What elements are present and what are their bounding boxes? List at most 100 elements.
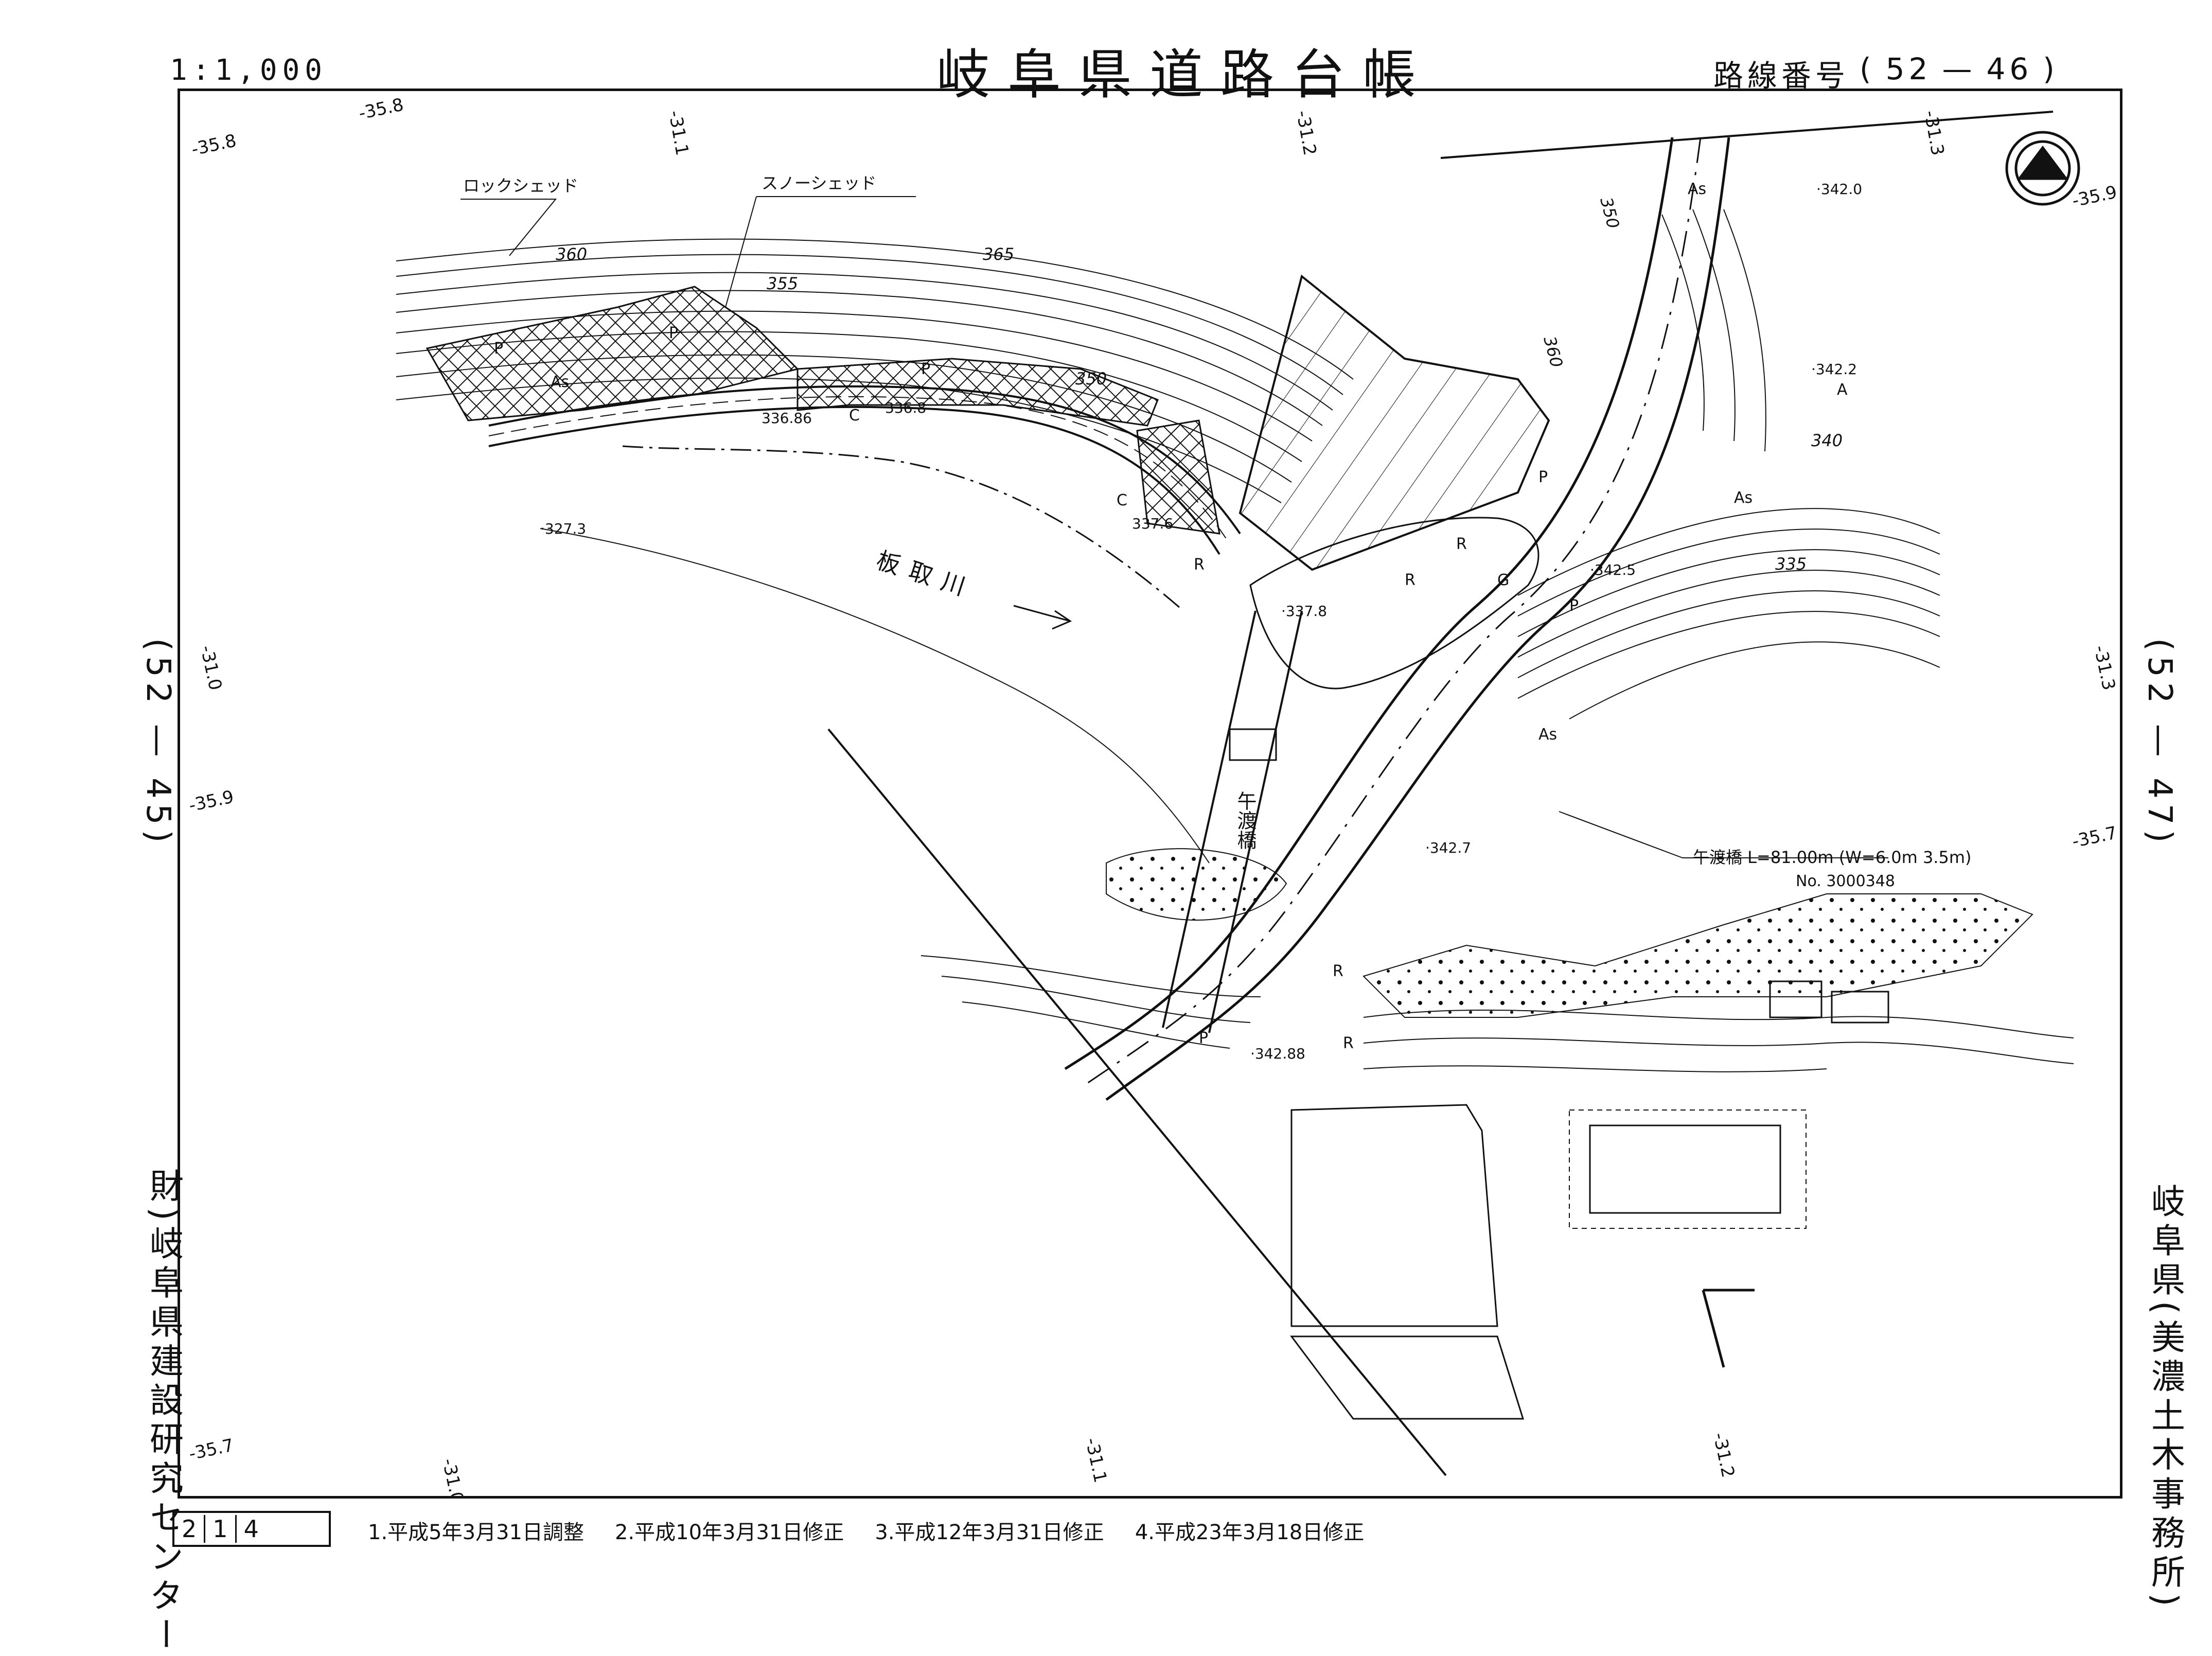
rock-shed-label: ロックシェッド [463, 176, 578, 196]
small-building [1769, 980, 1822, 1018]
river [540, 445, 1210, 864]
main-road-upper [488, 385, 1241, 555]
revision-entry: 3.平成12年3月31日修正 [875, 1521, 1104, 1544]
grid-label: -35.8 [357, 94, 405, 124]
map-marker: R [1456, 535, 1467, 553]
spot-height: ·327.3 [540, 520, 586, 537]
sheet-digit: 1 [205, 1515, 237, 1543]
spot-height: ·342.0 [1816, 181, 1862, 198]
bridge-deck-right [1208, 610, 1303, 1033]
spot-height: ·342.5 [1590, 561, 1636, 578]
contour-line [1517, 528, 1940, 616]
bridge [1162, 610, 1303, 1033]
route-open-paren: ( [1860, 51, 1875, 86]
contour-line [1661, 214, 1705, 431]
map-marker: R [1405, 571, 1415, 589]
route-number-label: 路線番号 [1713, 58, 1850, 93]
grid-label: -35.7 [187, 1435, 236, 1464]
map-marker: G [1497, 571, 1509, 589]
map-marker: As [1688, 180, 1706, 198]
contour-line [1517, 611, 1940, 699]
map-marker: C [1117, 491, 1127, 509]
small-building [1831, 991, 1889, 1024]
contour-label: 355 [767, 274, 798, 293]
map-marker: P [1538, 468, 1548, 486]
parcel [1290, 1104, 1498, 1327]
spot-height: ·342.2 [1811, 361, 1857, 378]
contour-line [1723, 209, 1766, 452]
bridge-pier [1229, 728, 1277, 761]
map-marker: P [1199, 1029, 1208, 1047]
grid-label: -31.0 [196, 644, 225, 692]
grid-label: -31.3 [1920, 109, 1948, 157]
grid-label: -31.2 [1709, 1431, 1738, 1479]
revision-entry: 1.平成5年3月31日調整 [368, 1521, 584, 1544]
map-scale: 1:1,000 [170, 54, 328, 87]
grid-label: -35.7 [2071, 822, 2119, 852]
retaining-structure [1238, 274, 1550, 571]
contour-line [396, 290, 1323, 426]
grid-label: -31.0 [438, 1457, 467, 1496]
river-bank-north [622, 445, 1184, 612]
spot-height: ·337.8 [1281, 603, 1327, 620]
contour-line [1517, 590, 1940, 678]
route-close-paren: ) [2043, 51, 2059, 86]
map-marker: R [1343, 1034, 1354, 1052]
bridge-name-vertical: 午渡橋 [1234, 791, 1257, 850]
map-marker: C [849, 407, 860, 425]
map-marker: As [1538, 726, 1557, 744]
spot-height: ·342.7 [1425, 839, 1471, 856]
parcel [1290, 1335, 1525, 1420]
contour-line [1517, 508, 1940, 596]
map-marker: As [551, 373, 569, 391]
contour-line [396, 310, 1313, 442]
adjacent-sheet-right: (52 — 47) [2140, 638, 2179, 848]
sheet-digit: 2 [174, 1515, 206, 1543]
bridge-leader-line [1559, 811, 1888, 858]
organization-right: 岐阜県(美濃土木事務所) [2146, 1184, 2185, 1612]
route-number: 路線番号 ( 52 — 46 ) [1713, 51, 2059, 95]
contour-label: 335 [1775, 554, 1807, 574]
contour-line [1517, 570, 1940, 658]
map-marker: R [1194, 556, 1205, 574]
contour-line [1517, 549, 1940, 637]
snow-shed-label: スノーシェッド [762, 173, 876, 193]
adjacent-sheet-left: (52 — 45) [139, 638, 177, 848]
ramp-loop [1249, 517, 1539, 690]
map-marker: P [669, 324, 678, 342]
map-marker: A [1837, 381, 1848, 399]
parcel-building [1589, 1124, 1781, 1214]
contour-label: 360 [1539, 334, 1567, 369]
grid-label: -35.8 [190, 130, 238, 160]
revision-entry: 4.平成23年3月18日修正 [1135, 1521, 1365, 1544]
map-marker: As [1734, 489, 1753, 507]
grid-label: -31.2 [1292, 109, 1320, 157]
parcel [1702, 1289, 1755, 1368]
contour-line [396, 272, 1333, 411]
grid-label: -35.9 [2071, 182, 2119, 211]
map-frame: -35.8 -35.8 -31.1 -31.2 -31.3 -35.9 -31.… [178, 89, 2122, 1505]
spot-height: ·342.88 [1250, 1045, 1305, 1062]
page-title: 岐阜県道路台帳 [936, 43, 1434, 106]
contour-label: 350 [1075, 369, 1107, 389]
map-marker: P [1569, 597, 1579, 615]
route-number-b: 46 [1986, 51, 2033, 86]
grid-label: -31.1 [1081, 1436, 1110, 1485]
sheet-digit: 4 [243, 1515, 259, 1543]
river-arrow [1013, 605, 1072, 630]
spot-height: 336.86 [762, 410, 812, 427]
map-marker: P [921, 360, 930, 378]
route-dash: — [1942, 51, 1976, 86]
bridge-number: No. 3000348 [1796, 872, 1895, 890]
route-number-a: 52 [1885, 51, 1932, 86]
boundary-diagonal [827, 728, 1447, 1476]
contour-label: 360 [556, 244, 587, 264]
river-name: 板取川 [873, 546, 979, 604]
road-map-drawing: -35.8 -35.8 -31.1 -31.2 -31.3 -35.9 -31.… [187, 94, 2119, 1505]
vegetation-area [1106, 848, 1287, 921]
contour-line [1692, 209, 1736, 442]
revision-history: 1.平成5年3月31日調整 2.平成10年3月31日修正 3.平成12年3月31… [368, 1516, 1364, 1545]
sheet-number-box: 2 1 4 [172, 1511, 331, 1547]
leader-line [461, 196, 916, 308]
bridge-deck-left [1162, 610, 1257, 1028]
